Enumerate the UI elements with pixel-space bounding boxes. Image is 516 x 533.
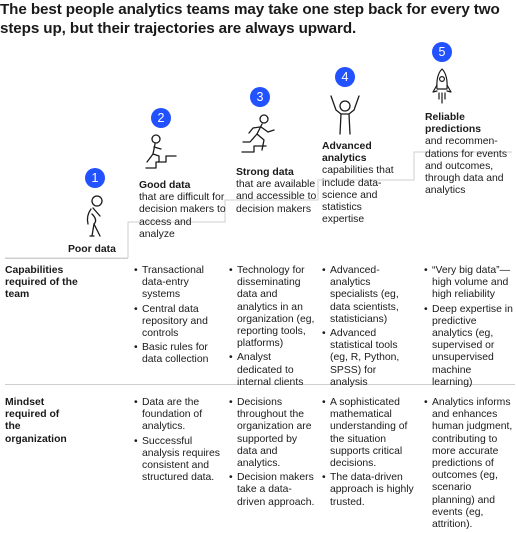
list-item: The data-driven approach is highly trust… (322, 472, 414, 509)
stage-5-description: and recommen-dations for events and outc… (425, 136, 508, 197)
mindset-col-3: Decisions throughout the organization ar… (229, 397, 319, 511)
climbing-stairs-icon (145, 134, 177, 169)
stage-4-description: capabilities that include data-science a… (322, 165, 394, 226)
stage-3-description: that are available and accessible to dec… (236, 179, 317, 215)
stage-1-badge: 1 (85, 168, 105, 188)
stage-5-title: Reliable predictions (425, 112, 482, 136)
stage-2-badge: 2 (151, 108, 171, 128)
stage-2-title: Good data (139, 180, 191, 191)
list-item: “Very big data”—high volume and high rel… (424, 265, 514, 302)
confused-person-icon (86, 195, 103, 237)
row-label-capabilities: Capabilities required of the team (5, 265, 78, 301)
capabilities-col-4: Advanced-analytics specialists (eg, data… (322, 265, 414, 391)
list-item: Technology for disseminating data and an… (229, 265, 319, 350)
stage-4-text: Advanced analytics capabilities that inc… (322, 141, 406, 226)
stage-3-badge: 3 (250, 87, 270, 107)
stage-2-description: that are difficult for decision makers t… (139, 192, 226, 240)
stage-5-badge: 5 (432, 42, 452, 62)
list-item: Analyst dedicated to internal clients (229, 352, 319, 389)
row-1-divider (5, 258, 128, 259)
stage-1-text: Poor data (68, 244, 128, 256)
capabilities-col-3: Technology for disseminating data and an… (229, 265, 319, 391)
stage-4-title: Advanced analytics (322, 141, 372, 165)
list-item: Advanced-analytics specialists (eg, data… (322, 265, 414, 326)
list-item: Decision makers take a data-driven appro… (229, 472, 319, 509)
list-item: Successful analysis requires consistent … (134, 436, 222, 485)
stage-4-badge: 4 (335, 67, 355, 87)
row-label-mindset: Mindset required of the organization (5, 397, 67, 445)
list-item: Data are the foundation of analytics. (134, 397, 222, 434)
stage-2-text: Good data that are difficult for decisio… (139, 180, 227, 241)
capabilities-col-2: Transactional data-entry systems Central… (134, 265, 222, 369)
staircase-line (127, 151, 512, 258)
celebrating-person-icon (330, 95, 360, 135)
list-item: Transactional data-entry systems (134, 265, 222, 302)
list-item: Decisions throughout the organization ar… (229, 397, 319, 470)
capabilities-col-5: “Very big data”—high volume and high rel… (424, 265, 514, 391)
stage-3-title: Strong data (236, 167, 294, 178)
list-item: A sophisticated mathematical understandi… (322, 397, 414, 470)
mindset-col-2: Data are the foundation of analytics. Su… (134, 397, 222, 486)
stage-5-text: Reliable predictions and recommen-dation… (425, 112, 515, 197)
list-item: Basic rules for data collection (134, 342, 222, 366)
list-item: Deep expertise in predictive analytics (… (424, 304, 514, 389)
running-person-icon (241, 114, 275, 153)
stage-1-title: Poor data (68, 244, 116, 255)
stage-3-text: Strong data that are available and acces… (236, 167, 318, 216)
rocket-icon (432, 68, 452, 104)
mindset-col-5: Analytics informs and enhances human jud… (424, 397, 514, 533)
list-item: Advanced statistical tools (eg, R, Pytho… (322, 328, 414, 389)
list-item: Analytics informs and enhances human jud… (424, 397, 514, 531)
headline: The best people analytics teams may take… (0, 1, 500, 37)
list-item: Central data repository and controls (134, 304, 222, 341)
mindset-col-4: A sophisticated mathematical understandi… (322, 397, 414, 511)
